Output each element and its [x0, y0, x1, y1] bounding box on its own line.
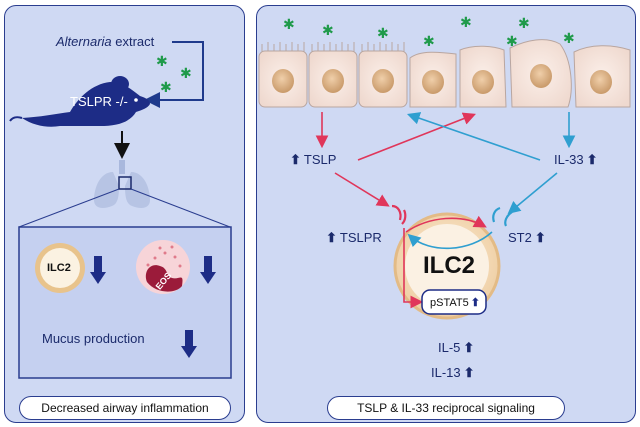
eos-decrease-arrow-icon [200, 256, 216, 284]
tslp-to-epithelium-arrow [357, 112, 476, 161]
tslpr-label: ⬆TSLPR [326, 230, 382, 246]
tslpr-up-arrow-icon: ⬆ [326, 230, 337, 245]
mouse-label: TSLPR -/- [70, 94, 128, 109]
svg-text:✱: ✱ [180, 65, 192, 81]
eosinophil-cell [136, 240, 190, 294]
svg-text:✱: ✱ [322, 22, 334, 38]
il5-label: IL-5⬆ [438, 340, 474, 356]
ilc2-decrease-arrow-icon [90, 256, 106, 284]
pstat5-label: pSTAT5⬆ [430, 296, 480, 309]
pstat5-up-arrow-icon: ⬆ [470, 297, 480, 309]
svg-text:✱: ✱ [160, 79, 172, 95]
st2-label: ST2⬆ [508, 230, 546, 246]
allergen-icon: ✱ ✱ ✱ [156, 53, 192, 95]
tslp-to-receptor-arrow [334, 172, 390, 207]
mucus-label: Mucus production [42, 331, 145, 346]
left-caption: Decreased airway inflammation [19, 396, 231, 420]
il13-label: IL-13⬆ [431, 365, 475, 381]
svg-text:✱: ✱ [563, 30, 575, 46]
crosstalk-cyan-arc [407, 231, 493, 250]
il5-up-arrow-icon: ⬆ [463, 340, 475, 355]
svg-text:✱: ✱ [377, 25, 389, 41]
mouse-icon [9, 76, 150, 127]
il33-label: IL-33⬆ [554, 152, 598, 168]
allergen-icon-right: ✱ ✱ ✱ ✱ ✱ ✱ ✱ ✱ [283, 14, 575, 49]
st2-up-arrow-icon: ⬆ [534, 230, 546, 245]
st2-receptor [492, 206, 513, 227]
il13-up-arrow-icon: ⬆ [463, 365, 475, 380]
extract-label: Alternaria extract [56, 34, 154, 49]
ilc2-small-cell [35, 243, 85, 293]
lungs-icon [94, 160, 150, 208]
svg-text:✱: ✱ [423, 33, 435, 49]
crosstalk-red-arc [405, 215, 487, 233]
il5-text: IL-5 [438, 340, 461, 355]
svg-text:✱: ✱ [506, 33, 518, 49]
st2-text: ST2 [508, 230, 532, 245]
tslpr-internal-arrow [403, 228, 424, 309]
right-caption: TSLP & IL-33 reciprocal signaling [327, 396, 565, 420]
epithelial-layer [258, 39, 631, 108]
il33-up-arrow-icon: ⬆ [586, 152, 598, 167]
il33-text: IL-33 [554, 152, 584, 167]
extract-label-rest: extract [111, 34, 155, 49]
svg-text:✱: ✱ [283, 16, 295, 32]
il13-text: IL-13 [431, 365, 461, 380]
tslp-text: TSLP [303, 152, 337, 167]
right-caption-text: TSLP & IL-33 reciprocal signaling [357, 401, 535, 415]
zoom-line-right [130, 188, 231, 228]
pstat5-text: pSTAT5 [430, 297, 469, 309]
svg-text:✱: ✱ [460, 14, 472, 30]
il33-to-st2-arrow [507, 172, 558, 215]
ilc2-small-label: ILC2 [47, 262, 71, 274]
il33-to-epithelium-arrow [406, 112, 541, 161]
svg-text:✱: ✱ [518, 15, 530, 31]
zoom-line-left [18, 188, 120, 228]
tslpr-text: TSLPR [339, 230, 382, 245]
tslp-up-arrow-icon: ⬆ [290, 152, 301, 167]
svg-text:✱: ✱ [156, 53, 168, 69]
extract-label-italic: Alternaria [56, 34, 112, 49]
extract-arrow [144, 41, 204, 108]
tslpr-receptor [391, 204, 407, 225]
pstat5-box [421, 289, 487, 315]
left-caption-text: Decreased airway inflammation [41, 401, 209, 415]
ilc2-large-label: ILC2 [423, 252, 476, 279]
mucus-decrease-arrow-icon [181, 330, 197, 358]
tslp-label: ⬆TSLP [290, 152, 336, 168]
